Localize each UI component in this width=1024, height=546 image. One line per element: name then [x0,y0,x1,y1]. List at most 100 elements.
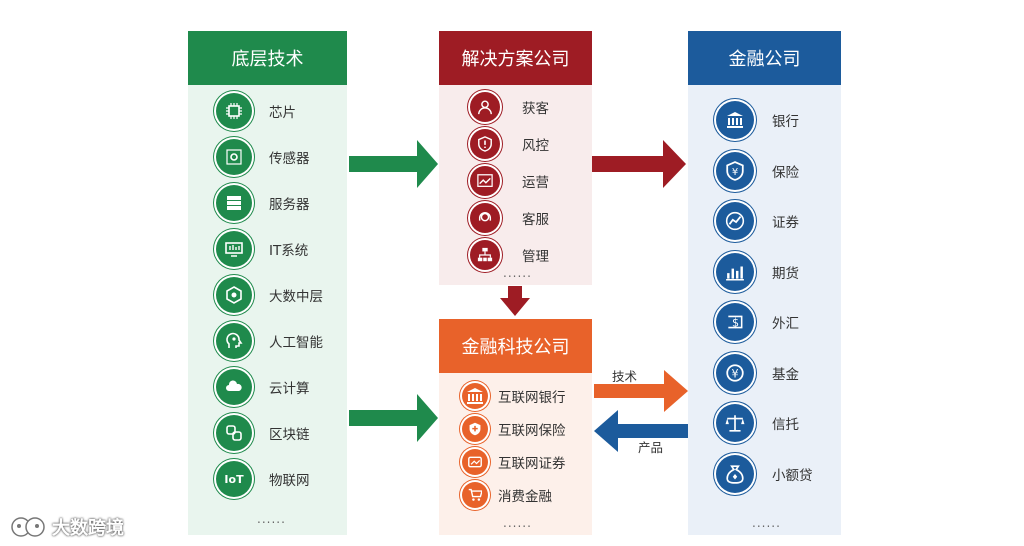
finance-item: 小额贷 [716,454,813,493]
tech-item-label: 物联网 [269,473,310,489]
tech-item: 服务器 [216,185,310,221]
fintech-item-label: 互联网保险 [498,423,566,439]
solution-item: 风控 [470,129,549,159]
iot-icon: IoT [216,461,252,497]
tech-item-label: 芯片 [269,105,296,121]
fintech-item-label: 互联网证券 [498,456,566,472]
finance-item: 期货 [716,252,799,291]
dollar-exchange-icon: $ [716,303,754,341]
solution-item: 管理 [470,240,549,270]
red-arrow-down [500,286,530,316]
user-icon [470,92,500,122]
finance-title: 金融公司 [728,49,801,70]
finance-panel [688,85,841,535]
bar-chart-icon [716,252,754,291]
tech-item: 大数中层 [216,277,323,313]
finance-item: ¥ 基金 [716,353,799,392]
tech-item-label: 区块链 [269,427,310,443]
finance-item-label: 信托 [772,417,799,433]
solution-panel [439,85,592,285]
fintech-item: 互联网证券 [462,449,566,475]
green-arrow-to-fintech [349,394,438,442]
solution-item: 获客 [470,92,549,122]
finance-more: ...... [752,516,781,530]
ai-head-icon [216,323,252,359]
data-cube-icon [216,277,252,313]
solution-title: 解决方案公司 [461,49,570,70]
finance-header: 金融公司 [688,31,841,85]
finance-item-label: 银行 [772,114,799,130]
bank-icon [716,101,754,139]
tech-header: 底层技术 [188,31,347,85]
trend-icon [470,166,500,196]
tech-arrow-label: 技术 [612,369,638,384]
tech-item: 云计算 [216,369,310,405]
tech-item: 区块链 [216,415,310,451]
tech-item-label: 大数中层 [269,289,323,305]
solution-item-label: 风控 [522,138,549,154]
solution-item-label: 客服 [522,212,549,228]
fintech-more: ...... [503,516,532,530]
cloud-icon [216,369,252,405]
sensor-icon [216,139,252,175]
green-arrow-to-solution [349,140,438,188]
tech-item-label: 人工智能 [269,335,323,351]
fintech-item-label: 消费金融 [498,489,552,505]
solution-item-label: 获客 [522,101,549,117]
cart-icon [462,482,488,508]
tech-item: 传感器 [216,139,310,175]
securities-icon [462,449,488,475]
finance-item: ¥ 保险 [716,151,799,190]
solution-item: 运营 [470,166,549,196]
monitor-icon [216,231,252,267]
blockchain-icon [216,415,252,451]
insurance-icon [462,416,488,442]
money-bag-icon [716,454,754,493]
tech-item: 芯片 [216,93,296,129]
tech-item-label: 云计算 [269,381,310,397]
watermark-logo-icon [11,517,45,537]
finance-item-label: 外汇 [772,316,799,332]
tech-item: IT系统 [216,231,308,267]
watermark-text: 大数跨境 [52,518,124,539]
fintech-item: 互联网银行 [462,383,566,409]
finance-item-label: 保险 [772,164,799,181]
solution-item-label: 运营 [522,175,549,191]
fintech-item-label: 互联网银行 [498,390,566,406]
finance-item-label: 期货 [772,265,799,282]
tech-item: IoT 物联网 [216,461,310,497]
tech-more: ...... [257,512,286,526]
finance-item-label: 基金 [772,366,799,383]
finance-item: $ 外汇 [716,303,799,341]
tech-item: 人工智能 [216,323,323,359]
finance-item: 银行 [716,101,799,139]
solution-header: 解决方案公司 [439,31,592,85]
scale-icon [716,404,754,442]
tech-item-label: IT系统 [269,243,309,259]
bank-icon [462,383,488,409]
blue-arrow-product [594,410,688,452]
solution-item: 客服 [470,203,549,233]
finance-item-label: 小额贷 [772,467,813,484]
org-chart-icon [470,240,500,270]
watermark: 大数跨境 [8,514,124,540]
tech-item-label: 服务器 [269,197,310,213]
stock-chart-icon [716,202,754,240]
fintech-header: 金融科技公司 [439,319,592,373]
finance-item: 证券 [716,202,799,240]
fintech-item: 互联网保险 [462,416,566,442]
svg-text:¥: ¥ [732,166,738,177]
tech-title: 底层技术 [231,49,304,70]
yen-coin-icon: ¥ [716,353,754,392]
product-arrow-label: 产品 [638,440,664,455]
fintech-title: 金融科技公司 [461,337,570,358]
tech-panel [188,85,347,535]
tech-item-label: 传感器 [269,151,310,167]
shield-icon [470,129,500,159]
solution-more: ...... [503,266,532,280]
server-icon [216,185,252,221]
headset-icon [470,203,500,233]
svg-text:$: $ [732,316,739,329]
solution-item-label: 管理 [522,249,549,265]
